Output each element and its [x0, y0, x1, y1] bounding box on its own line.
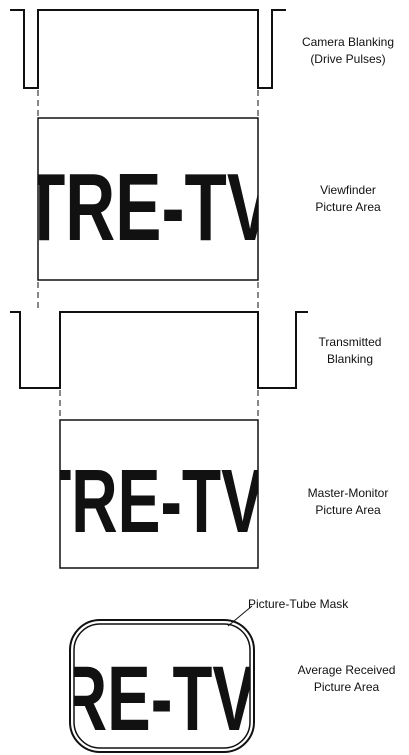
camera-blanking-line2: (Drive Pulses) [310, 52, 386, 66]
master-monitor-text: TRE-TV [32, 452, 264, 552]
viewfinder-label-line2: Picture Area [315, 200, 381, 214]
camera-blanking-line1: Camera Blanking [301, 35, 395, 49]
picture-tube-mask-text: Picture-Tube Mask [248, 597, 349, 611]
transmitted-blanking-label: Transmitted Blanking [300, 334, 400, 368]
master-monitor-label: Master-Monitor Picture Area [288, 485, 408, 519]
transmitted-blanking-line2: Blanking [326, 352, 374, 366]
camera-blanking-waveform [10, 9, 286, 89]
received-label: Average Received Picture Area [284, 662, 409, 696]
viewfinder-label: Viewfinder Picture Area [288, 182, 408, 216]
picture-tube-mask-label: Picture-Tube Mask [248, 596, 388, 613]
camera-blanking-label: Camera Blanking (Drive Pulses) [288, 34, 408, 68]
viewfinder-label-line1: Viewfinder [320, 183, 376, 197]
received-text: RE-TV [60, 648, 256, 750]
viewfinder-text: TRE-TV [23, 154, 273, 261]
picture-tube-mask-outer [69, 619, 255, 753]
received-label-line1: Average Received [297, 663, 396, 677]
transmitted-blanking-line1: Transmitted [318, 335, 382, 349]
viewfinder-frame [37, 117, 259, 281]
picture-tube-mask-inner [73, 623, 251, 749]
master-monitor-frame [59, 419, 259, 569]
master-monitor-label-line1: Master-Monitor [307, 486, 389, 500]
mask-leader-line [227, 605, 253, 627]
master-monitor-label-line2: Picture Area [315, 503, 381, 517]
transmitted-blanking-waveform [10, 311, 308, 389]
received-label-line2: Picture Area [313, 680, 380, 694]
